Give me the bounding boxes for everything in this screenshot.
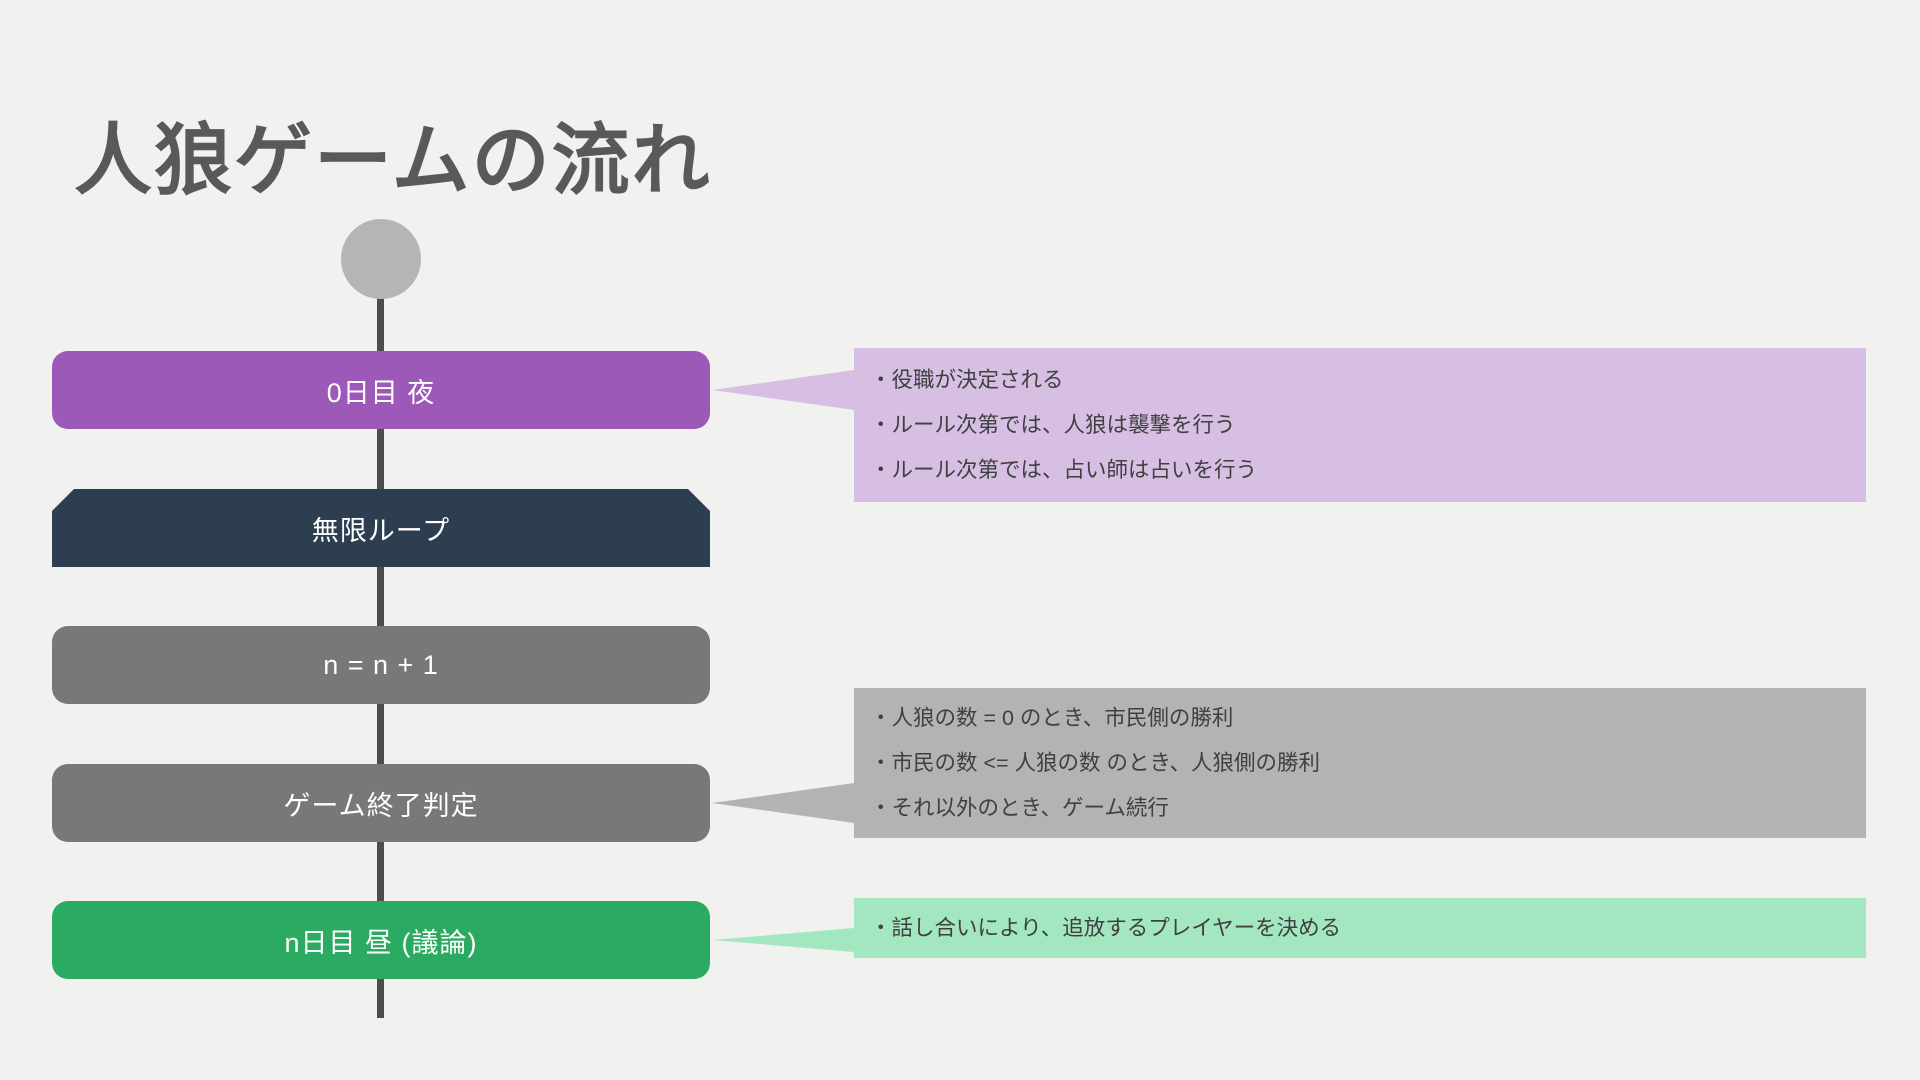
page-title: 人狼ゲームの流れ <box>74 116 712 205</box>
callout-end-check: ・人狼の数 = 0 のとき、市民側の勝利 ・市民の数 <= 人狼の数 のとき、人… <box>712 688 1866 838</box>
flow-node-label: n = n + 1 <box>323 649 439 680</box>
callout-tail-left-icon <box>712 783 854 823</box>
flow-node-label: ゲーム終了判定 <box>283 790 479 821</box>
flow-node-end-check: ゲーム終了判定 <box>52 764 710 842</box>
flow-node-label: 0日目 夜 <box>326 377 436 408</box>
callout-day0-night: ・役職が決定される ・ルール次第では、人狼は襲撃を行う ・ルール次第では、占い師… <box>712 348 1866 502</box>
flow-node-infinite-loop: 無限ループ <box>52 489 710 567</box>
callout-bullet-line: ・市民の数 <= 人狼の数 のとき、人狼側の勝利 <box>870 750 1321 775</box>
start-node-circle <box>341 219 421 299</box>
callout-bullet-line: ・ルール次第では、人狼は襲撃を行う <box>870 412 1236 437</box>
flow-node-label: 無限ループ <box>311 515 451 546</box>
callout-tail-left-icon <box>712 928 854 952</box>
flow-node-day0-night: 0日目 夜 <box>52 351 710 429</box>
callout-dayn-discussion: ・話し合いにより、追放するプレイヤーを決める <box>712 898 1866 958</box>
callout-bullet-line: ・ルール次第では、占い師は占いを行う <box>870 457 1258 482</box>
flow-node-label: n日目 昼 (議論) <box>284 927 478 958</box>
callout-bullet-line: ・役職が決定される <box>870 367 1064 392</box>
flow-node-increment: n = n + 1 <box>52 626 710 704</box>
callout-bullet-line: ・それ以外のとき、ゲーム続行 <box>870 795 1169 820</box>
callout-tail-left-icon <box>712 370 854 410</box>
flow-node-dayn-discussion: n日目 昼 (議論) <box>52 901 710 979</box>
callout-bullet-line: ・人狼の数 = 0 のとき、市民側の勝利 <box>870 705 1234 730</box>
callout-bullet-line: ・話し合いにより、追放するプレイヤーを決める <box>870 915 1342 940</box>
